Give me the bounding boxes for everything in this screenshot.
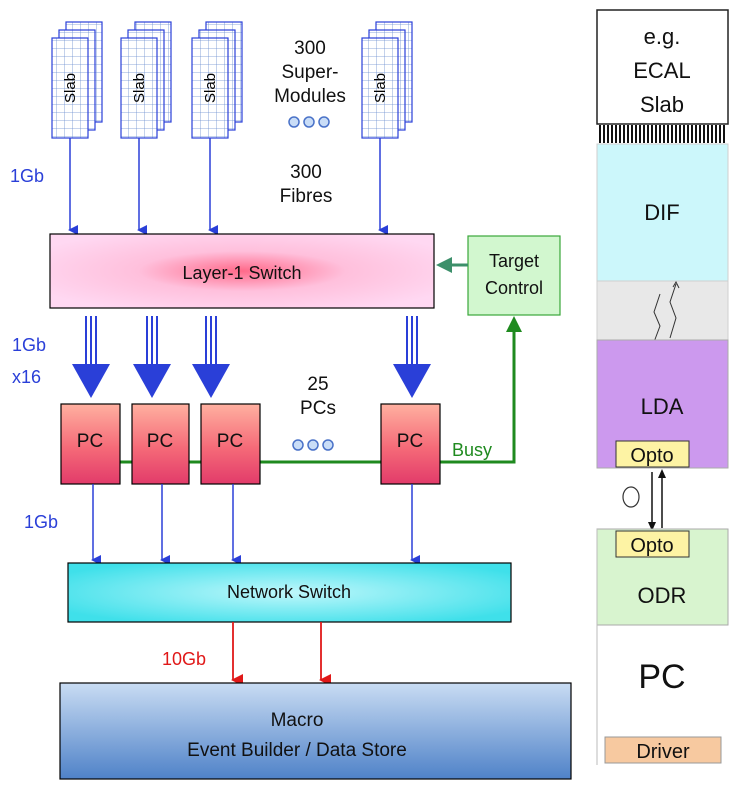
output-arrows	[231, 622, 331, 686]
connector-pin	[691, 125, 693, 143]
output-speed-label: 10Gb	[162, 649, 206, 669]
pc-label: PC	[77, 431, 103, 452]
connector-pin	[615, 125, 617, 143]
connector-pin	[719, 125, 721, 143]
connector-pin	[695, 125, 697, 143]
supermodules-label-2: Modules	[274, 86, 346, 107]
connector-pin	[723, 125, 725, 143]
x16-link-arrows	[72, 316, 431, 398]
pc-box-4: PC	[380, 403, 441, 485]
connector-pin	[679, 125, 681, 143]
layer1-switch-label: Layer-1 Switch	[182, 263, 301, 283]
connector-pin	[647, 125, 649, 143]
ecal-label-2: ECAL	[633, 58, 690, 83]
connector-pin	[623, 125, 625, 143]
connector-pin	[699, 125, 701, 143]
ecal-label-1: e.g.	[644, 24, 681, 49]
target-control-label-2: Control	[485, 278, 543, 298]
supermodules-label-1: Super-	[281, 62, 338, 83]
pc-label: PC	[397, 431, 423, 452]
opto-top-label: Opto	[630, 445, 673, 467]
target-control-label-1: Target	[489, 251, 539, 271]
connector-pin	[607, 125, 609, 143]
slab-label: Slab	[62, 73, 79, 103]
event-builder-box	[59, 682, 572, 780]
connector-pins	[599, 125, 725, 143]
x16-speed-label: 1Gb	[12, 335, 46, 355]
busy-label: Busy	[452, 440, 492, 460]
pc-link-speed-label: 1Gb	[24, 512, 58, 532]
event-builder-label-1: Macro	[271, 710, 324, 731]
connector-pin	[703, 125, 705, 143]
driver-label: Driver	[636, 741, 690, 763]
connector-pin	[667, 125, 669, 143]
connector-pin	[599, 125, 601, 143]
connector-pin	[683, 125, 685, 143]
ecal-label-3: Slab	[640, 92, 684, 117]
x16-multiplier-label: x16	[12, 367, 41, 387]
pc-box-1: PC	[60, 403, 121, 485]
dif-label: DIF	[644, 200, 679, 225]
connector-pin	[643, 125, 645, 143]
odr-label: ODR	[638, 583, 687, 608]
signal-wiggle-icon	[653, 280, 680, 343]
connector-pin	[663, 125, 665, 143]
pc-box-3: PC	[200, 403, 261, 485]
cable-section	[596, 280, 729, 341]
slab-stack-2: Slab	[120, 21, 172, 139]
link-speed-label: 1Gb	[10, 166, 44, 186]
connector-pin	[619, 125, 621, 143]
slab-label: Slab	[131, 73, 148, 103]
connector-pin	[671, 125, 673, 143]
busy-line	[120, 316, 522, 464]
connector-pin	[627, 125, 629, 143]
connector-pin	[631, 125, 633, 143]
connector-pin	[715, 125, 717, 143]
event-builder-label-2: Event Builder / Data Store	[187, 740, 407, 761]
opto-bottom-label: Opto	[630, 535, 673, 557]
slab-label: Slab	[372, 73, 389, 103]
connector-pin	[659, 125, 661, 143]
pcs-count: 25	[307, 374, 328, 395]
fibres-label: Fibres	[280, 186, 333, 207]
connector-pin	[687, 125, 689, 143]
pc-box-2: PC	[131, 403, 190, 485]
connector-pin	[651, 125, 653, 143]
slab-stack-1: Slab	[51, 21, 103, 139]
pc-label: PC	[147, 431, 173, 452]
optical-link-icon	[622, 469, 666, 531]
supermodules-count: 300	[294, 38, 326, 59]
target-control-box	[467, 235, 561, 316]
pcs-label: PCs	[300, 398, 336, 419]
opto-bottom-box	[615, 530, 690, 558]
connector-pin	[639, 125, 641, 143]
slab-stack-3: Slab	[191, 21, 243, 139]
connector-pin	[635, 125, 637, 143]
fibres-count: 300	[290, 162, 322, 183]
ellipsis-dots-icon	[288, 116, 330, 128]
ecal-slab-block: e.g. ECAL Slab	[596, 9, 729, 125]
network-switch	[67, 562, 512, 623]
driver-box	[604, 736, 722, 764]
opto-top-box	[615, 440, 690, 468]
dif-block	[596, 143, 729, 282]
target-to-switch-arrow	[436, 257, 468, 273]
slab-stack-4: Slab	[361, 21, 413, 139]
connector-pin	[707, 125, 709, 143]
connector-pin	[603, 125, 605, 143]
layer1-switch	[49, 233, 435, 309]
connector-pin	[655, 125, 657, 143]
slab-label: Slab	[202, 73, 219, 103]
connector-pin	[675, 125, 677, 143]
network-switch-label: Network Switch	[227, 582, 351, 602]
lda-label: LDA	[641, 394, 684, 419]
ellipsis-dots-icon	[292, 439, 334, 451]
connector-pin	[711, 125, 713, 143]
pc-label: PC	[217, 431, 243, 452]
host-pc-label: PC	[638, 658, 685, 696]
pc-to-network-arrows	[91, 484, 420, 565]
connector-pin	[611, 125, 613, 143]
fibre-arrows	[68, 138, 388, 235]
